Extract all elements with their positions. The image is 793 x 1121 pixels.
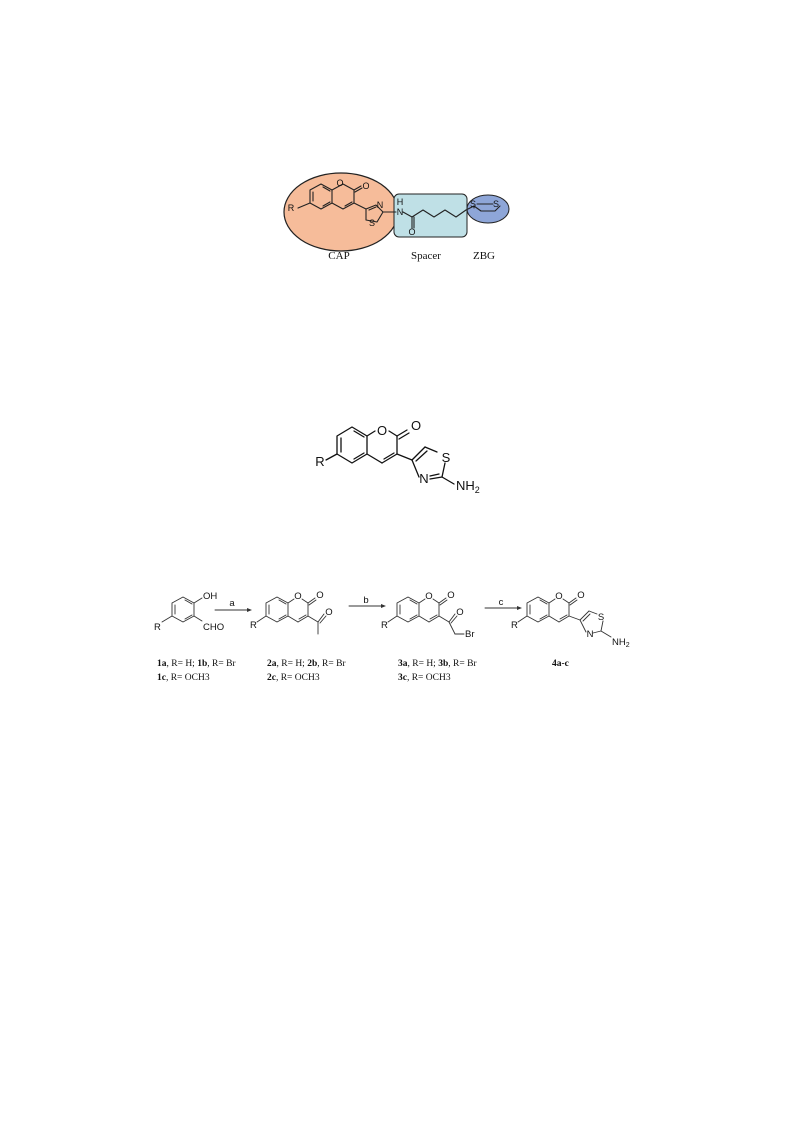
compound-4-sulfur: S: [598, 612, 604, 623]
compound-4-bonds: [517, 596, 612, 638]
spacer-amide-hydrogen: H: [397, 197, 404, 207]
compound-2-caption-line1: 2a, R= H; 2b, R= Br: [267, 659, 346, 669]
arrow-b-label: b: [363, 595, 368, 606]
compound-2-bonds: [256, 596, 327, 635]
cap-thiazole-sulfur: S: [369, 218, 375, 228]
zbg-sulfur-1: S: [470, 199, 476, 209]
compound-4: O O S N NH2 R: [511, 590, 630, 649]
structure-r-group: R: [315, 454, 324, 469]
arrow-a-label: a: [229, 598, 235, 609]
compound-3: O O O Br R: [381, 590, 475, 640]
structure-ring-oxygen: O: [377, 423, 387, 438]
compound-4-amine: NH2: [612, 637, 630, 649]
structure-carbonyl-oxygen: O: [411, 418, 421, 433]
zbg-dithiolane-bonds: [465, 205, 501, 212]
compound-3-caption-line1: 3a, R= H; 3b, R= Br: [398, 659, 477, 669]
compound-1-r-group: R: [154, 622, 161, 633]
zbg-sulfur-2: S: [493, 199, 499, 209]
general-structure: O O R S N NH2: [315, 418, 479, 495]
compound-1-bonds: [161, 596, 203, 623]
cap-ring-oxygen: O: [336, 178, 343, 188]
spacer-amide-nitrogen: N: [397, 207, 404, 217]
compound-4-nitrogen: N: [587, 629, 594, 640]
compound-3-bonds: [387, 596, 465, 635]
compound-1-hydroxyl: OH: [203, 591, 217, 602]
arrow-a: a: [214, 598, 252, 612]
compound-2-caption-line2: 2c, R= OCH3: [267, 673, 320, 683]
pharmacophore-figure: O O R N S H N O S S CAP Spacer ZBG: [283, 172, 510, 262]
synthesis-scheme: OH CHO R a: [154, 590, 630, 683]
compound-4-ring-oxygen: O: [555, 591, 562, 602]
compound-2-r-group: R: [250, 620, 257, 631]
structure-nitrogen: N: [419, 471, 428, 486]
compound-4-r-group: R: [511, 620, 518, 631]
compound-3-caption-line2: 3c, R= OCH3: [398, 673, 451, 683]
cap-carbonyl-oxygen: O: [362, 181, 369, 191]
spacer-region: [393, 193, 468, 238]
cap-label: CAP: [328, 250, 349, 262]
spacer-label: Spacer: [411, 250, 441, 262]
cap-r-group: R: [288, 203, 295, 213]
compound-4-carbonyl-oxygen: O: [577, 590, 584, 601]
compound-1: OH CHO R: [154, 591, 224, 633]
spacer-bonds: [402, 209, 467, 229]
arrow-c-label: c: [499, 597, 504, 608]
structure-amine: NH2: [456, 478, 480, 495]
compound-3-acyl-oxygen: O: [456, 607, 463, 618]
cap-coumarin-bonds: [297, 183, 397, 223]
compound-1-caption-line1: 1a, R= H; 1b, R= Br: [157, 659, 236, 669]
arrow-b: b: [348, 595, 386, 608]
compound-1-caption-line2: 1c, R= OCH3: [157, 673, 210, 683]
structure-sulfur: S: [442, 450, 451, 465]
compound-4-caption: 4a-c: [552, 659, 569, 669]
zbg-label: ZBG: [473, 250, 495, 262]
compound-3-ring-oxygen: O: [425, 591, 432, 602]
compound-1-aldehyde: CHO: [203, 622, 224, 633]
compound-2: O O O R: [250, 590, 333, 635]
compound-3-carbonyl-oxygen: O: [447, 590, 454, 601]
compound-3-r-group: R: [381, 620, 388, 631]
compound-3-bromine: Br: [465, 629, 475, 640]
cap-thiazole-nitrogen: N: [377, 200, 384, 210]
compound-2-ring-oxygen: O: [294, 591, 301, 602]
general-structure-bonds: [325, 426, 455, 485]
compound-2-acetyl-oxygen: O: [325, 607, 332, 618]
spacer-amide-oxygen: O: [408, 227, 415, 237]
compound-2-carbonyl-oxygen: O: [316, 590, 323, 601]
arrow-c: c: [484, 597, 522, 610]
